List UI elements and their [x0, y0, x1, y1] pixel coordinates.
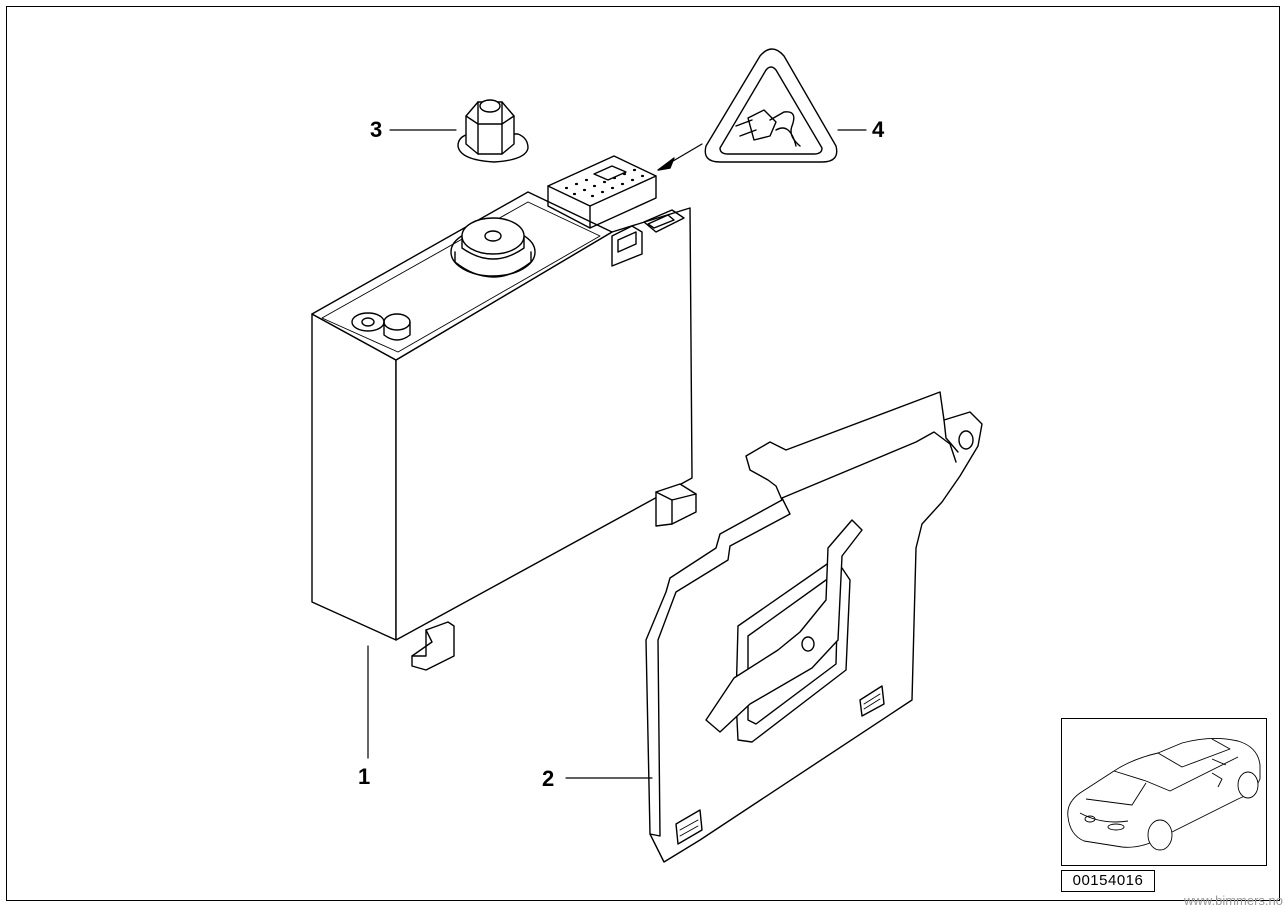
- mounting-bracket-part[interactable]: [565, 391, 983, 863]
- callout-1: 1: [358, 764, 371, 789]
- diagram-number: 00154016: [1061, 870, 1155, 892]
- warning-label-part[interactable]: [657, 48, 867, 171]
- callout-2: 2: [542, 766, 555, 791]
- control-unit-part[interactable]: [311, 155, 697, 759]
- car-location-thumbnail: [1061, 718, 1267, 866]
- warning-triangle-icon: [704, 48, 838, 163]
- callout-3: 3: [370, 117, 383, 142]
- plug-icon: [735, 109, 801, 147]
- diagram-frame: [6, 6, 1280, 901]
- car-thumbnail-icon: [1067, 738, 1261, 851]
- hex-nut-part[interactable]: [389, 99, 529, 163]
- watermark-text: www.bimmers.no: [1184, 893, 1283, 908]
- callout-4: 4: [872, 117, 885, 142]
